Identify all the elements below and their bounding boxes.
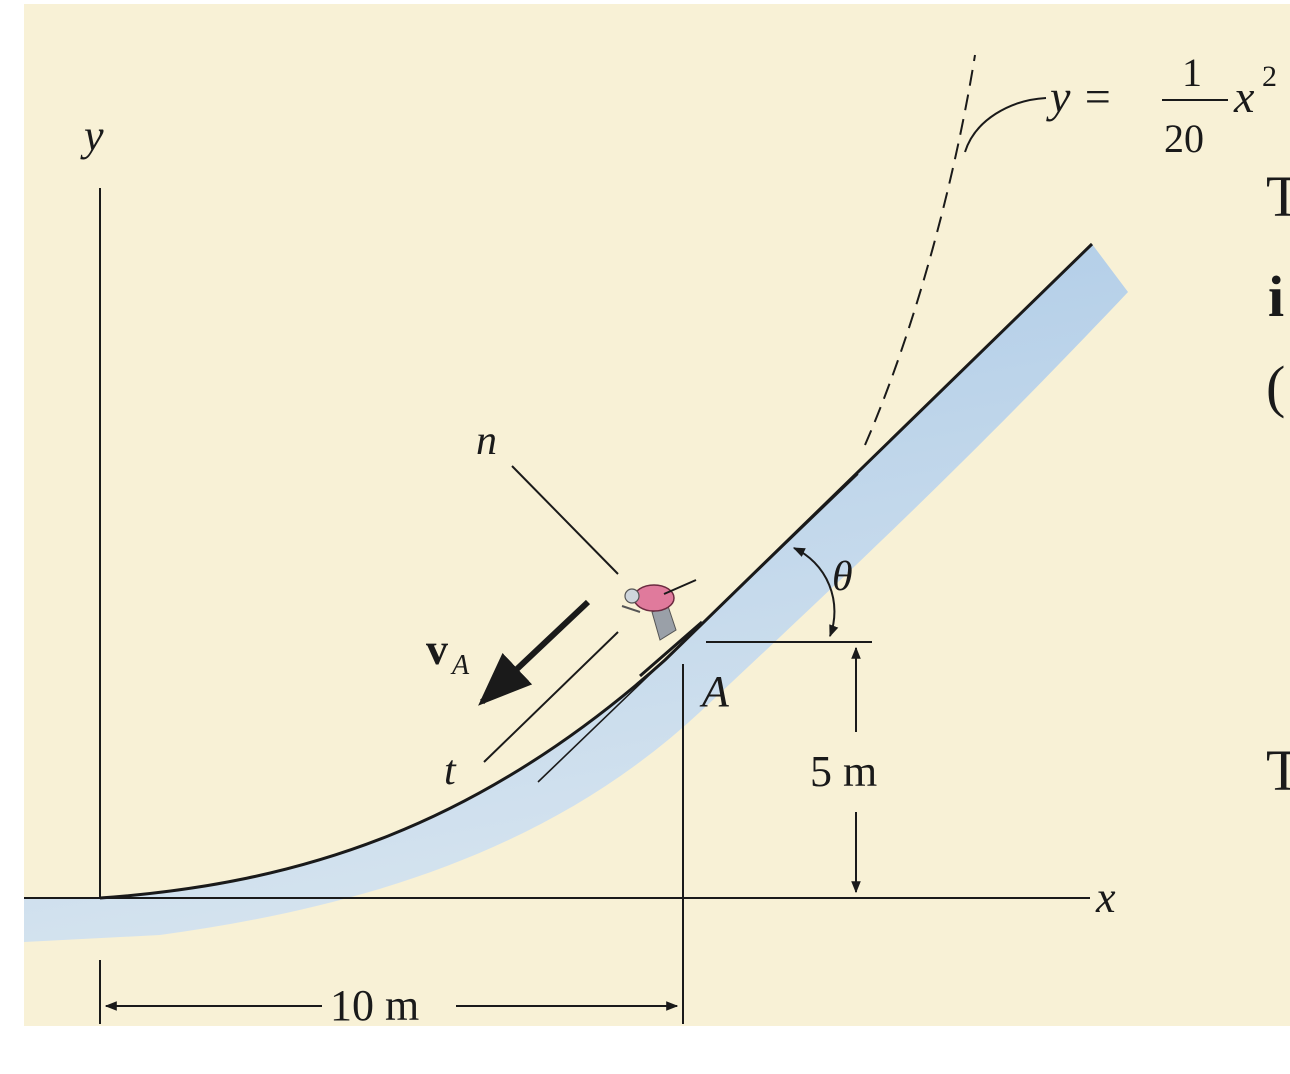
equation-x: x bbox=[1233, 71, 1255, 122]
n-axis-line bbox=[511, 465, 619, 575]
velocity-label-v: v bbox=[426, 625, 448, 674]
edge-text-3: ( bbox=[1266, 354, 1285, 419]
velocity-arrow bbox=[478, 599, 591, 706]
t-axis-line bbox=[483, 631, 619, 763]
figure-background bbox=[24, 4, 1290, 1026]
x-axis-label: x bbox=[1095, 873, 1116, 922]
equation-exponent: 2 bbox=[1262, 60, 1277, 93]
curve-equation: y = 1 20 x 2 bbox=[1046, 50, 1277, 161]
equation-leader bbox=[964, 97, 1047, 153]
n-axis-label: n bbox=[476, 418, 497, 464]
snow-band bbox=[24, 244, 1128, 942]
theta-label: θ bbox=[832, 554, 853, 600]
tangent-line bbox=[537, 473, 859, 783]
skier-icon bbox=[621, 579, 703, 678]
equation-lhs: y = bbox=[1046, 71, 1113, 122]
edge-text-4: T bbox=[1266, 738, 1290, 803]
parabola-dashed-curve bbox=[864, 54, 976, 446]
point-a-label: A bbox=[699, 667, 730, 716]
theta-arc bbox=[792, 547, 839, 638]
height-dimension-label: 5 m bbox=[810, 747, 877, 796]
edge-text-2: i bbox=[1268, 264, 1284, 329]
clipped-page-text: T i ( T bbox=[1266, 164, 1290, 803]
velocity-label: v A bbox=[426, 625, 470, 681]
velocity-label-subscript: A bbox=[450, 650, 470, 681]
t-axis-label: t bbox=[444, 748, 457, 794]
edge-text-1: T bbox=[1266, 164, 1290, 229]
y-axis-label: y bbox=[80, 111, 104, 160]
equation-denominator: 20 bbox=[1164, 116, 1204, 161]
equation-numerator: 1 bbox=[1182, 50, 1202, 95]
width-dimension-label: 10 m bbox=[330, 981, 419, 1030]
slope-curve bbox=[99, 242, 1094, 900]
